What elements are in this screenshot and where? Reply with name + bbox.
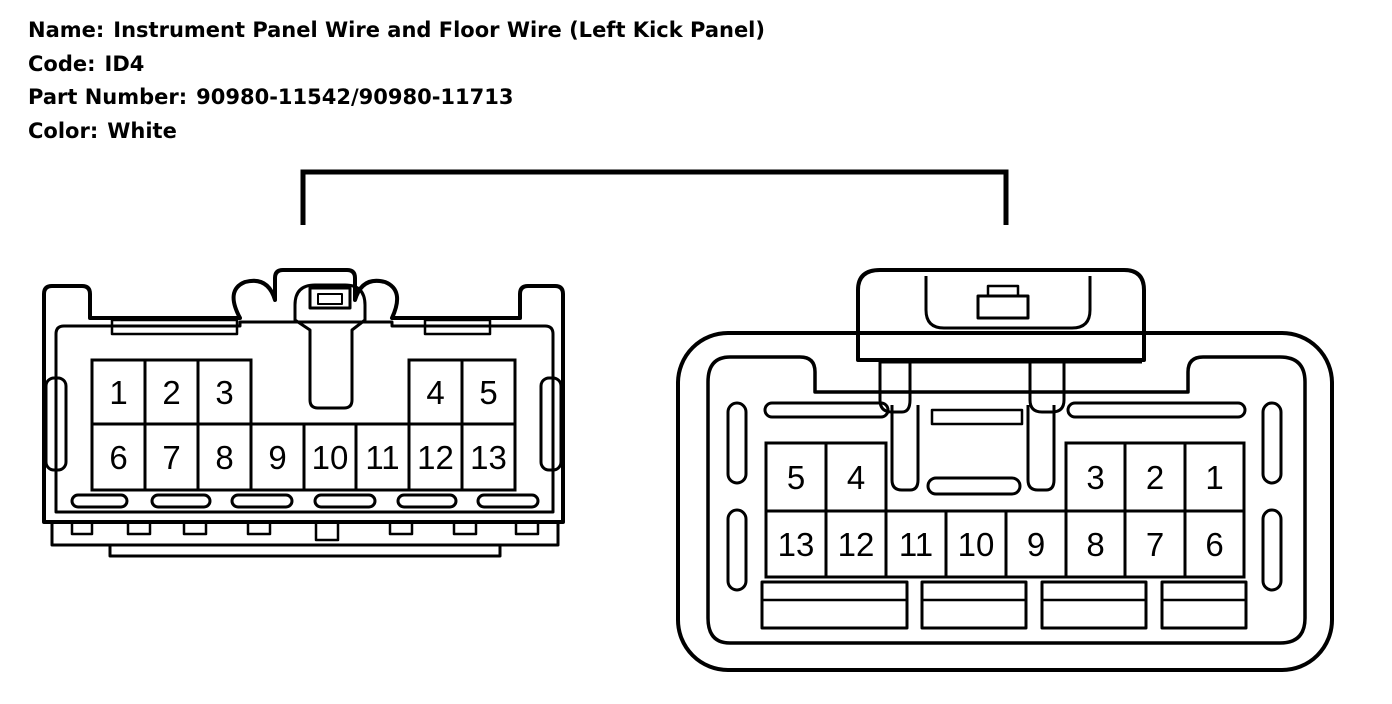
left-pin-label: 3 [215, 374, 233, 411]
right-pin-label: 12 [838, 526, 875, 563]
right-connector-body [676, 331, 1334, 672]
left-pin-label: 10 [312, 439, 349, 476]
left-pin-label: 8 [215, 439, 233, 476]
left-side-tab-left [44, 376, 68, 472]
right-pin-label: 1 [1205, 459, 1223, 496]
name-value: Instrument Panel Wire and Floor Wire (Le… [113, 18, 765, 42]
part-number-line: Part Number: 90980-11542/90980-11713 [28, 81, 765, 115]
right-pin-label: 3 [1086, 459, 1104, 496]
left-pin-label: 2 [162, 374, 180, 411]
left-pin-labels: 1 2 3 4 5 6 7 8 9 10 11 12 13 [109, 374, 507, 476]
right-pin-label: 11 [899, 526, 933, 563]
right-pin-label: 2 [1146, 459, 1164, 496]
left-pin-label: 12 [417, 439, 454, 476]
right-connector [676, 268, 1334, 672]
right-top-housing [856, 268, 1146, 362]
left-connector-body [42, 268, 565, 524]
left-latch [293, 283, 367, 410]
color-label: Color: [28, 118, 99, 143]
left-connector [42, 268, 565, 558]
connection-bracket [300, 169, 1009, 225]
left-pin-label: 7 [162, 439, 180, 476]
part-number-label: Part Number: [28, 85, 188, 109]
left-pin-label: 5 [479, 374, 497, 411]
left-latch-window [308, 286, 352, 310]
right-connector-inner-frame [706, 355, 1307, 645]
code-label: Code: [28, 51, 96, 76]
left-pin-label: 13 [470, 439, 507, 476]
right-pin-label: 10 [958, 526, 995, 563]
connector-info: Name: Instrument Panel Wire and Floor Wir… [28, 14, 765, 148]
left-pin-label: 4 [426, 374, 444, 411]
name-line: Name: Instrument Panel Wire and Floor Wir… [28, 14, 765, 48]
left-pin-label: 11 [365, 439, 399, 476]
left-pin-grid [90, 358, 517, 492]
right-pin-label: 6 [1205, 526, 1223, 563]
right-pin-label: 8 [1086, 526, 1104, 563]
left-pin-label: 9 [268, 439, 286, 476]
right-pin-grid [764, 441, 1246, 579]
right-pin-label: 9 [1027, 526, 1045, 563]
right-pin-label: 5 [787, 459, 805, 496]
color-line: Color: White [28, 115, 765, 149]
part-number-value: 90980-11542/90980-11713 [196, 85, 514, 109]
code-value: ID4 [104, 51, 145, 76]
left-side-tab-right [539, 376, 563, 472]
right-pin-label: 13 [778, 526, 815, 563]
right-pin-labels: 5 4 3 2 1 13 12 11 10 9 8 7 6 [778, 459, 1224, 563]
right-pin-label: 4 [847, 459, 865, 496]
right-pin-label: 7 [1146, 526, 1164, 563]
name-label: Name: [28, 18, 105, 42]
code-line: Code: ID4 [28, 48, 765, 82]
color-value: White [107, 118, 177, 143]
left-pin-label: 6 [109, 439, 127, 476]
left-pin-label: 1 [109, 374, 127, 411]
left-connector-inner-frame [54, 320, 555, 514]
